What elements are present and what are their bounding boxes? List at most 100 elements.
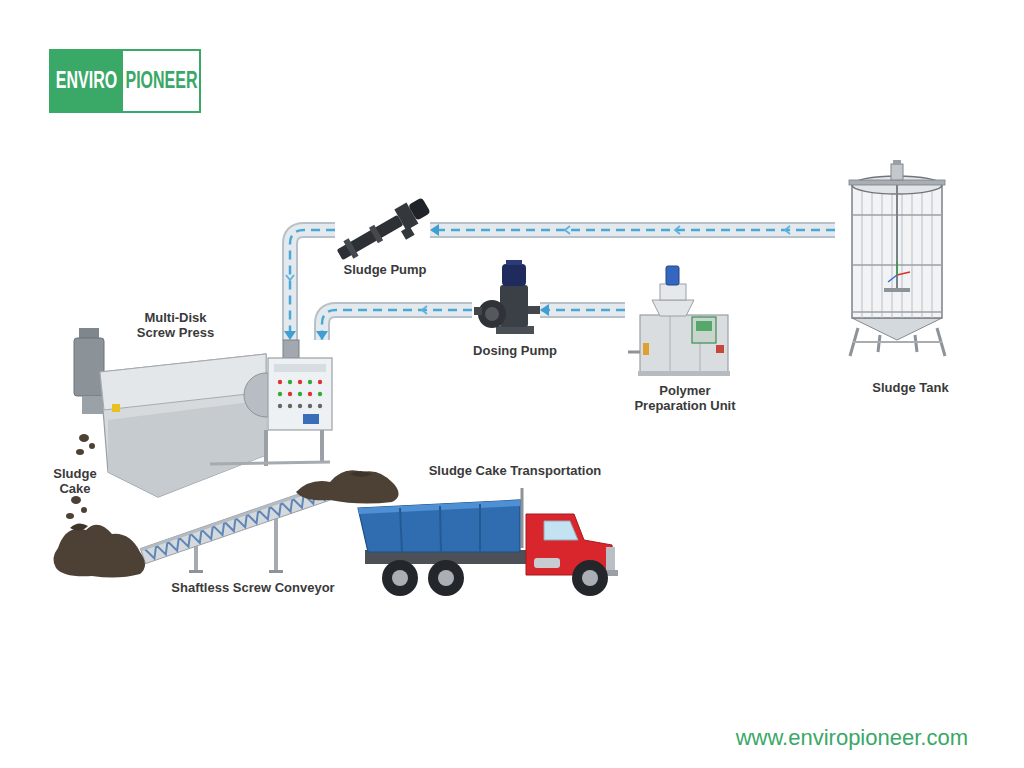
screw-press-drawing-part-part (298, 380, 302, 384)
dump-truck-drawing-part (544, 521, 578, 540)
pipe-outline (430, 222, 835, 238)
polymer-unit-node: Polymer Preparation Unit (625, 265, 735, 375)
sludge-tank-drawing-part-part (862, 188, 863, 318)
screw-press-drawing-part-part (278, 404, 282, 408)
dump-truck-drawing-part (534, 558, 560, 568)
sludge-pump-drawing-part (337, 215, 404, 260)
screw-press-drawing-part-part (318, 404, 322, 408)
sludge-tank-drawing-part (915, 335, 917, 352)
polymer-unit-drawing-part (670, 315, 671, 373)
screw-press-drawing-part-part (298, 392, 302, 396)
flow-chevron (675, 226, 680, 234)
screw-press-drawing-part-part (278, 380, 282, 384)
screw-conveyor-drawing-part (189, 570, 203, 573)
screw-conveyor-drawing-part (269, 570, 283, 573)
dump-truck-drawing-part (521, 488, 524, 548)
arrow-head (284, 331, 296, 340)
pipe-body (430, 224, 835, 236)
sludge-cake-pile-part (81, 507, 87, 513)
dump-truck-drawing-part (582, 570, 598, 586)
dump-truck-node: Sludge Cake Transportation (355, 485, 620, 595)
screw-press-drawing-part (320, 430, 324, 462)
polymer-unit-drawing (628, 266, 730, 376)
dosing-pump-drawing-part (502, 264, 526, 286)
equipment-label: Dosing Pump (456, 343, 574, 358)
polymer-unit-drawing-part (666, 266, 679, 285)
sludge-tank-drawing-part-part (922, 190, 923, 318)
equipment-label: Sludge Cake Transportation (410, 463, 620, 478)
screw-conveyor-drawing-part (274, 511, 278, 572)
sludge-tank-drawing-part (896, 262, 898, 275)
website-url: www.enviropioneer.com (700, 725, 968, 751)
sludge-pump-node: Sludge Pump (335, 198, 430, 258)
sludge-tank-drawing-part-part (912, 191, 913, 318)
sludge-tank-drawing-part (852, 318, 942, 340)
polymer-unit-drawing-part (692, 317, 716, 343)
dump-truck-drawing-part (392, 570, 408, 586)
polymer-unit-drawing-part (643, 343, 649, 355)
part-label: Sludge Cake (45, 466, 105, 496)
sludge-cake-pile-part (89, 443, 95, 449)
dosing-pump-node: Dosing Pump (472, 263, 540, 335)
screw-press-drawing-part (303, 414, 319, 424)
sludge-tank-drawing-part-part (882, 191, 883, 318)
pipe-outline (322, 310, 472, 340)
screw-press-drawing-part (82, 396, 104, 414)
equipment-label: Sludge Tank (838, 380, 983, 395)
dump-truck-drawing-part (606, 547, 615, 571)
sludge-tank-drawing-part-part (902, 192, 903, 318)
screw-press-drawing-part (274, 364, 326, 372)
sludge-pump-drawing-part (401, 226, 415, 240)
screw-press-drawing-part-part (308, 392, 312, 396)
sludge-pump-drawing-part (343, 238, 358, 258)
screw-press-drawing-part (264, 430, 268, 466)
polymer-unit-drawing-part (640, 315, 728, 373)
dosing-pump-drawing-part (474, 307, 482, 315)
screw-press-node: Multi-Disk Screw Press (70, 340, 340, 500)
screw-conveyor-node: Shaftless Screw Conveyor (140, 470, 410, 570)
dosing-pump-drawing-part (496, 326, 534, 334)
sludge-tank-drawing-part-part (892, 192, 893, 318)
dosing-pump-drawing-part (528, 306, 540, 314)
screw-conveyor-drawing-part-part (145, 487, 330, 561)
flow-chevron (565, 226, 570, 234)
sludge-tank-drawing-part (878, 335, 880, 352)
dump-truck-drawing-part-part (479, 504, 481, 552)
sludge-tank-drawing-part-part (932, 188, 933, 318)
screw-press-drawing-part (100, 354, 266, 497)
pipe-body (322, 310, 472, 340)
screw-press-drawing-part (268, 358, 332, 430)
dump-truck-drawing-part (382, 560, 418, 596)
sludge-tank-node: Sludge Tank (835, 168, 960, 363)
pipe-outline (540, 302, 625, 318)
screw-press-drawing-part-part (288, 380, 292, 384)
logo-text: ENVIRO (50, 36, 123, 126)
flow-line (322, 310, 472, 340)
sludge-pump-drawing (334, 195, 437, 273)
screw-press-drawing-part-part (278, 392, 282, 396)
pipe-connector (540, 304, 625, 316)
sludge-cake-pile-part (350, 471, 372, 477)
screw-press-drawing-part-part (318, 392, 322, 396)
dump-truck-drawing-part (358, 500, 520, 514)
equipment-label: Multi-Disk Screw Press (128, 310, 223, 340)
screw-press-drawing-part (74, 338, 104, 396)
screw-press-drawing-part-part (308, 380, 312, 384)
sludge-tank-drawing-part (893, 160, 901, 165)
dump-truck-drawing-part (438, 570, 454, 586)
dosing-pump-drawing-part (478, 300, 506, 328)
dosing-pump-drawing-part (485, 307, 499, 321)
sludge-cake-pile-part (76, 449, 84, 455)
dosing-pump-drawing (474, 260, 540, 334)
logo-text: PIONEER (123, 36, 200, 126)
dump-truck-drawing-part (428, 560, 464, 596)
dump-truck-drawing-part-part (440, 506, 441, 552)
equipment-label: Polymer Preparation Unit (627, 383, 743, 413)
screw-press-drawing (74, 328, 332, 497)
arrow-head (430, 224, 439, 236)
sludge-tank-drawing-part (888, 275, 897, 282)
dump-truck-drawing-part-part (400, 508, 402, 552)
screw-press-drawing-part-part (298, 404, 302, 408)
